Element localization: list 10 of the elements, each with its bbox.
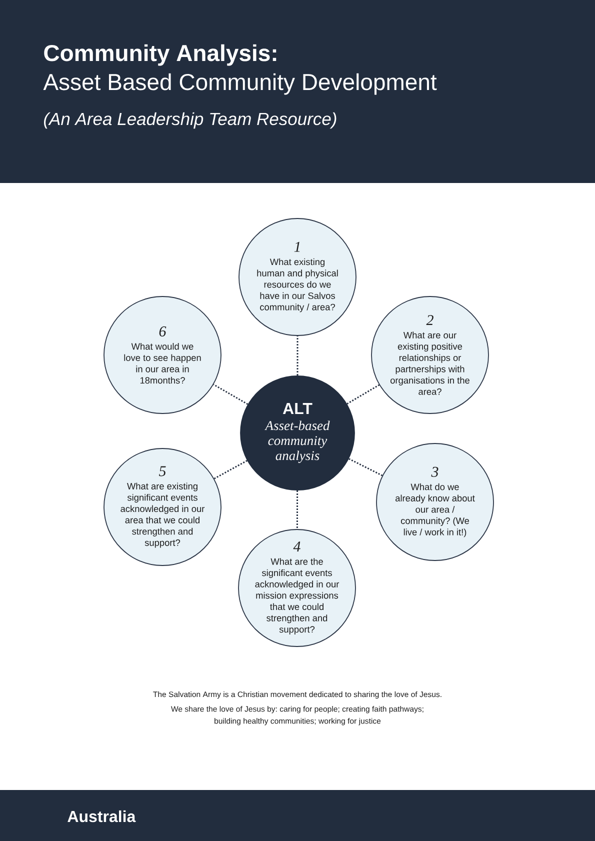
dotted-connector	[348, 458, 383, 476]
dotted-connector	[213, 384, 248, 405]
heading-text: Asset Based Community Development	[43, 73, 437, 95]
subtitle: (An Area Leadership Team Resource)	[44, 112, 336, 129]
dotted-connector	[346, 384, 380, 405]
dotted-connector	[296, 336, 298, 376]
dotted-connector	[214, 460, 248, 480]
title: Community Analysis:	[44, 44, 276, 66]
dotted-connector	[296, 490, 298, 530]
country-name: Australia	[68, 810, 136, 822]
